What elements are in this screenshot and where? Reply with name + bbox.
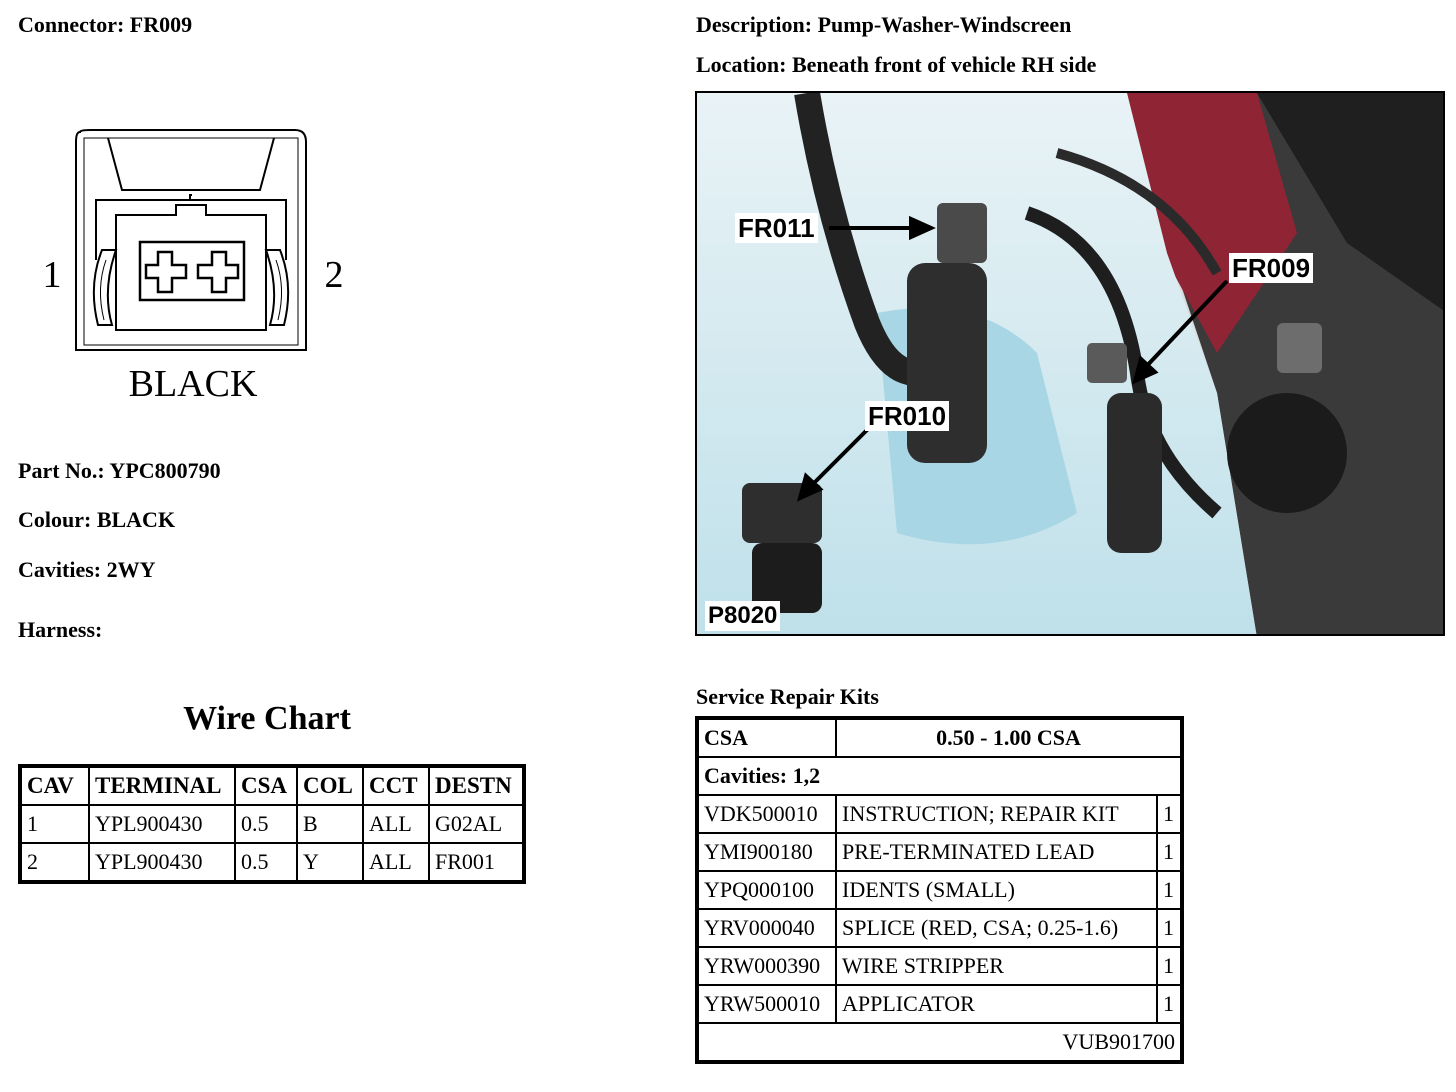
kit-cavities-row: Cavities: 1,2 (696, 756, 1183, 796)
callout-fr010: FR010 (865, 401, 950, 431)
table-row: YRW000390 WIRE STRIPPER 1 (696, 946, 1183, 986)
kit-part: YMI900180 (696, 832, 837, 872)
kit-desc: APPLICATOR (835, 984, 1158, 1024)
table-row: VDK500010 INSTRUCTION; REPAIR KIT 1 (696, 794, 1183, 834)
pin-1-label: 1 (43, 254, 62, 296)
kit-csa-row: CSA 0.50 - 1.00 CSA (696, 717, 1183, 758)
table-row: YPQ000100 IDENTS (SMALL) 1 (696, 870, 1183, 910)
wire-chart-header: CAV TERMINAL CSA COL CCT DESTN (19, 765, 525, 806)
description-label: Description: Pump-Washer-Windscreen (696, 12, 1072, 37)
kit-qty: 1 (1156, 832, 1183, 872)
cell-cct: ALL (362, 842, 430, 883)
table-row: YRV000040 SPLICE (RED, CSA; 0.25-1.6) 1 (696, 908, 1183, 948)
photo-illustration (697, 93, 1443, 634)
table-row: YMI900180 PRE-TERMINATED LEAD 1 (696, 832, 1183, 872)
cell-destn: FR001 (428, 842, 525, 883)
kit-part: YRW500010 (696, 984, 837, 1024)
colour: Colour: BLACK (18, 507, 176, 532)
cell-cct: ALL (362, 804, 430, 844)
cell-terminal: YPL900430 (88, 842, 236, 883)
table-row: 2 YPL900430 0.5 Y ALL FR001 (19, 842, 525, 883)
harness: Harness: (18, 617, 103, 642)
location-photo: FR011 FR009 FR010 P8020 (695, 91, 1445, 636)
cell-terminal: YPL900430 (88, 804, 236, 844)
cell-csa: 0.5 (234, 842, 298, 883)
kit-desc: INSTRUCTION; REPAIR KIT (835, 794, 1158, 834)
header-csa: CSA (234, 765, 298, 806)
wire-chart-table: CAV TERMINAL CSA COL CCT DESTN 1 YPL9004… (18, 764, 526, 884)
kit-footer: VUB901700 (696, 1022, 1183, 1063)
service-repair-kits-table: CSA 0.50 - 1.00 CSA Cavities: 1,2 VDK500… (695, 716, 1184, 1064)
kit-qty: 1 (1156, 984, 1183, 1024)
kit-desc: IDENTS (SMALL) (835, 870, 1158, 910)
wire-chart-title: Wire Chart (183, 700, 351, 737)
photo-reference: P8020 (705, 601, 781, 631)
cell-col: Y (296, 842, 364, 883)
service-repair-kits-title: Service Repair Kits (696, 684, 879, 709)
cell-cav: 1 (19, 804, 90, 844)
header-terminal: TERMINAL (88, 765, 236, 806)
callout-fr009: FR009 (1229, 253, 1314, 283)
connector-colour-label: BLACK (129, 363, 258, 405)
kit-part: YPQ000100 (696, 870, 837, 910)
kit-part: YRW000390 (696, 946, 837, 986)
kit-footer-row: VUB901700 (696, 1022, 1183, 1063)
kit-qty: 1 (1156, 908, 1183, 948)
connector-title: Connector: FR009 (18, 12, 193, 37)
kit-desc: SPLICE (RED, CSA; 0.25-1.6) (835, 908, 1158, 948)
kit-csa-label: CSA (696, 717, 837, 758)
header-col: COL (296, 765, 364, 806)
header-cct: CCT (362, 765, 430, 806)
kit-qty: 1 (1156, 870, 1183, 910)
header-destn: DESTN (428, 765, 525, 806)
kit-part: YRV000040 (696, 908, 837, 948)
kit-cavities: Cavities: 1,2 (696, 756, 1183, 796)
cell-cav: 2 (19, 842, 90, 883)
cell-col: B (296, 804, 364, 844)
connector-diagram: 1 2 BLACK (43, 129, 344, 405)
kit-desc: WIRE STRIPPER (835, 946, 1158, 986)
location-label: Location: Beneath front of vehicle RH si… (696, 52, 1097, 77)
kit-csa-value: 0.50 - 1.00 CSA (835, 717, 1183, 758)
pin-2-label: 2 (325, 254, 344, 296)
cavities: Cavities: 2WY (18, 557, 156, 582)
kit-qty: 1 (1156, 946, 1183, 986)
part-number: Part No.: YPC800790 (18, 458, 221, 483)
kit-desc: PRE-TERMINATED LEAD (835, 832, 1158, 872)
table-row: 1 YPL900430 0.5 B ALL G02AL (19, 804, 525, 844)
kit-part: VDK500010 (696, 794, 837, 834)
callout-fr011: FR011 (735, 213, 818, 243)
kit-qty: 1 (1156, 794, 1183, 834)
table-row: YRW500010 APPLICATOR 1 (696, 984, 1183, 1024)
cell-csa: 0.5 (234, 804, 298, 844)
header-cav: CAV (19, 765, 90, 806)
cell-destn: G02AL (428, 804, 525, 844)
